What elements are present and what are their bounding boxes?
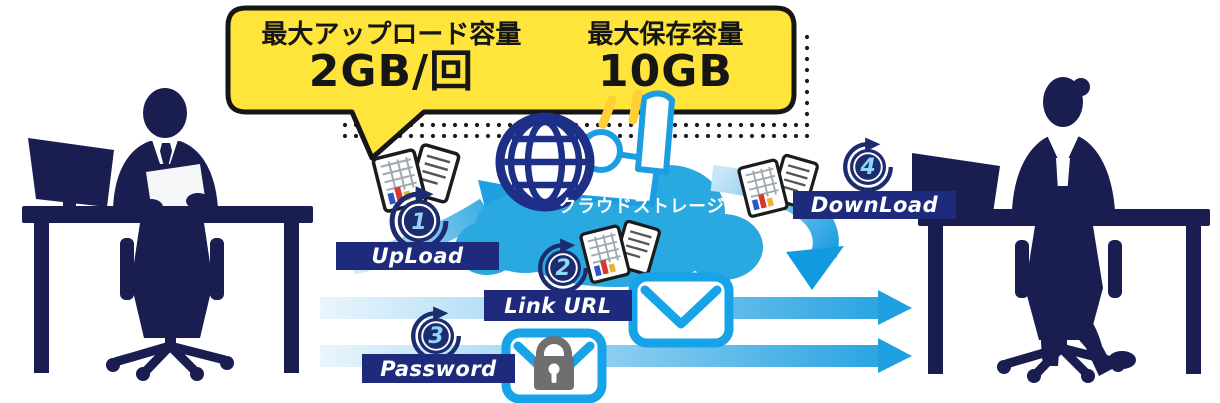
upload-step-label: UpLoad	[336, 242, 499, 270]
globe-icon	[495, 112, 595, 212]
password-step-label: Password	[362, 354, 515, 383]
link-url-step-label: Link URL	[484, 290, 632, 321]
step-1-badge: 1	[392, 186, 446, 248]
upload-capacity-value: 2GB/回	[308, 46, 475, 98]
step-1-number: 1	[411, 210, 426, 235]
step-4-badge: 4	[845, 138, 891, 190]
upload-capacity-label: 最大アップロード容量	[261, 19, 522, 50]
envelope-icon	[633, 277, 729, 343]
step-4-number: 4	[859, 155, 875, 180]
woman-at-desk-silhouette	[912, 77, 1210, 383]
capacity-callout: 最大アップロード容量 2GB/回 最大保存容量 10GB	[238, 10, 786, 106]
storage-capacity-value: 10GB	[597, 46, 733, 98]
left-desk	[22, 206, 313, 223]
step-3-number: 3	[428, 324, 443, 349]
cloud-storage-label: クラウドストレージ	[558, 197, 726, 217]
monitor-icon	[28, 138, 114, 207]
speech-bubble	[225, 5, 814, 161]
step-2-badge: 2	[540, 239, 586, 291]
storage-capacity-label: 最大保存容量	[587, 19, 744, 50]
step-2-number: 2	[555, 256, 570, 281]
download-step-label: DownLoad	[793, 191, 956, 219]
right-desk	[918, 209, 1210, 226]
step-3-badge: 3	[413, 307, 459, 359]
lock-icon	[534, 336, 574, 390]
man-at-desk-silhouette	[22, 88, 313, 381]
